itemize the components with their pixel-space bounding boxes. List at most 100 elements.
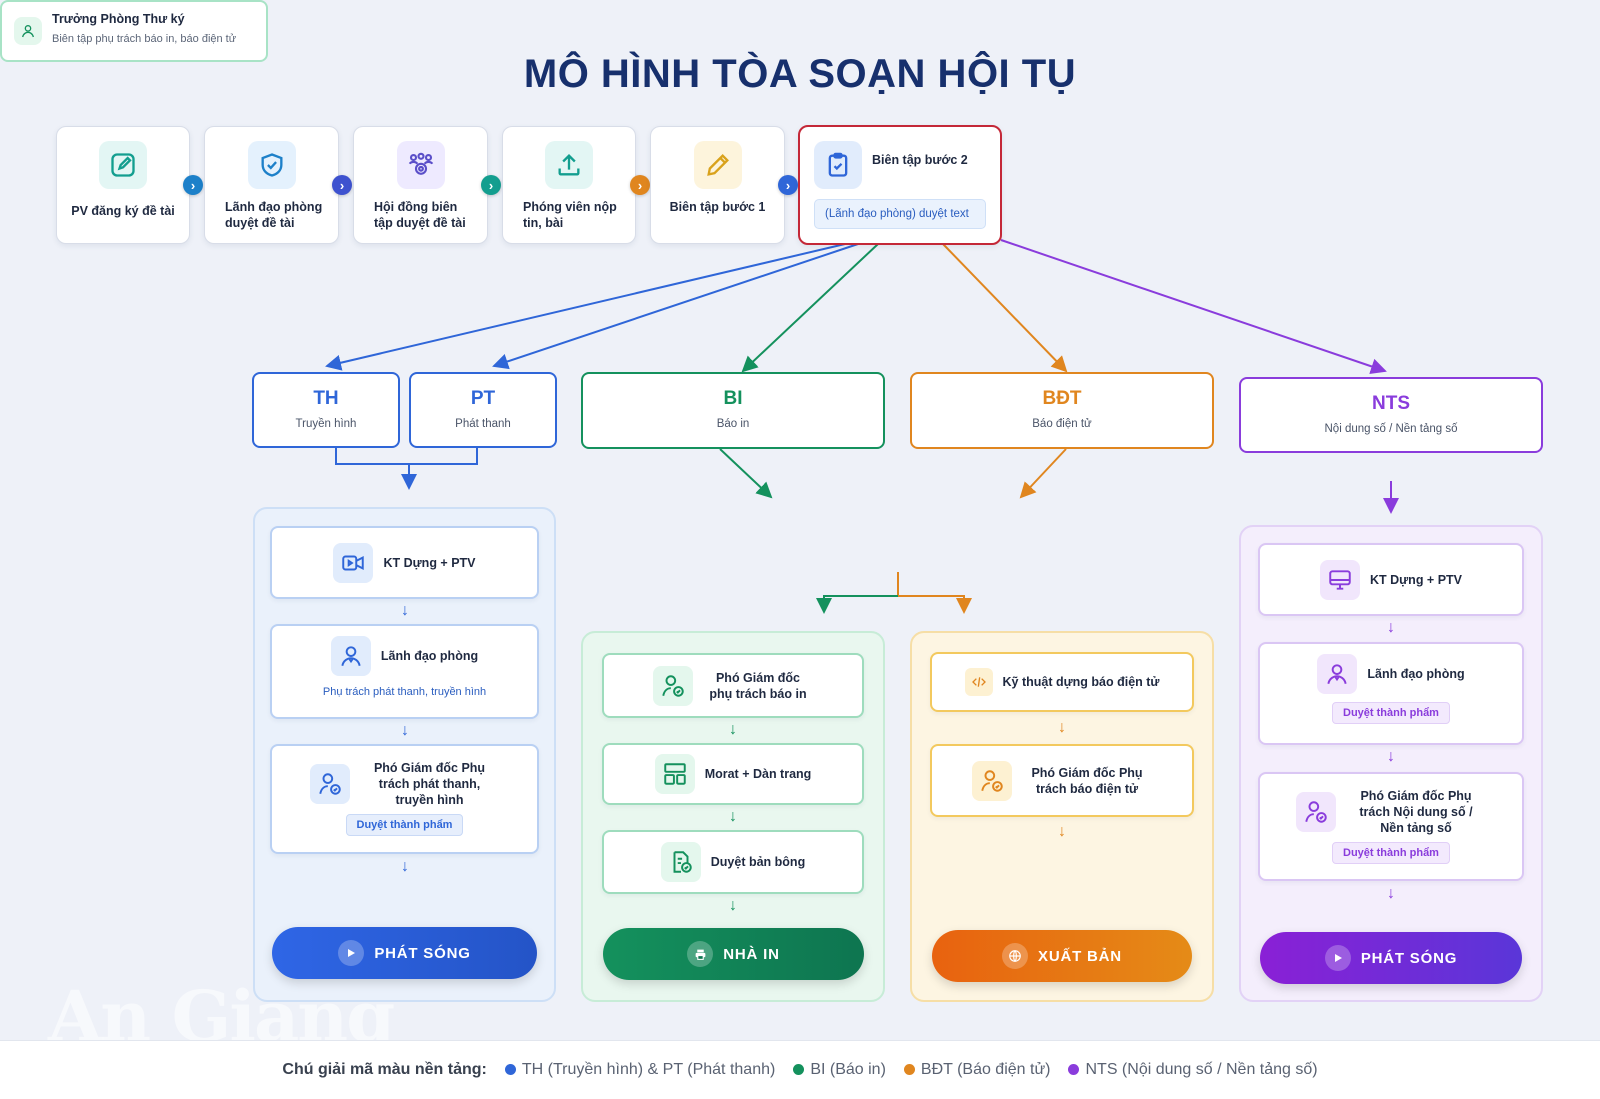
card-subtitle: Phụ trách phát thanh, truyền hình — [322, 686, 487, 698]
card-duyet-ban-bong[interactable]: Duyệt bản bông — [602, 830, 864, 894]
button-label: PHÁT SÓNG — [1360, 949, 1458, 967]
arrow-down-icon: ↓ — [729, 897, 737, 914]
platform-code: BĐT — [1042, 388, 1082, 409]
platform-nts[interactable]: NTS Nội dung số / Nền tảng số — [1239, 377, 1543, 453]
pencil-icon — [693, 141, 742, 189]
shield-check-icon — [247, 141, 296, 189]
xuat-ban-button[interactable]: XUẤT BẢN — [932, 930, 1192, 982]
layout-icon — [654, 754, 695, 794]
arrow-down-icon: ↓ — [1058, 823, 1066, 840]
video-camera-icon — [333, 542, 374, 583]
user-check-icon — [1296, 792, 1336, 832]
arrow-down-icon: ↓ — [401, 722, 409, 739]
phat-song-button-nts[interactable]: PHÁT SÓNG — [1260, 932, 1522, 984]
legend-item-thpt: TH (Truyền hình) & PT (Phát thanh) — [504, 1061, 775, 1079]
step-pv-register[interactable]: PV đăng ký đề tài — [56, 126, 190, 244]
arrow-down-icon: ↓ — [1058, 719, 1066, 736]
step-edit-2[interactable]: Biên tập bước 2 (Lãnh đạo phòng) duyệt t… — [798, 125, 1002, 245]
arrow-down-icon: ↓ — [401, 602, 409, 619]
card-label: Lãnh đạo phòng — [380, 649, 479, 663]
clipboard-check-icon — [814, 141, 862, 189]
user-badge-icon — [330, 636, 371, 676]
monitor-icon — [1319, 559, 1360, 600]
platform-name: Nội dung số / Nền tảng số — [1324, 423, 1458, 435]
legend-title: Chú giải mã màu nền tảng: — [282, 1061, 487, 1078]
card-ky-thuat-bdt[interactable]: Kỹ thuật dựng báo điện tử — [930, 652, 1194, 712]
chevron-right-icon: › — [332, 175, 352, 195]
card-label: KT Dựng + PTV — [1369, 572, 1463, 587]
phat-song-button-thpt[interactable]: PHÁT SÓNG — [272, 927, 537, 979]
secretary-title: Trưởng Phòng Thư ký — [52, 12, 185, 26]
card-label: Phó Giám đốc phụ trách báo in — [709, 670, 807, 701]
card-label: Kỹ thuật dựng báo điện tử — [1002, 675, 1160, 689]
user-check-icon — [309, 764, 350, 804]
secretary-card[interactable]: Trưởng Phòng Thư ký Biên tập phụ trách b… — [0, 0, 268, 62]
platform-th[interactable]: TH Truyền hình — [252, 372, 400, 448]
card-morat-dan-trang[interactable]: Morat + Dàn trang — [602, 743, 864, 805]
card-kt-dung-ptv-nts[interactable]: KT Dựng + PTV — [1258, 543, 1524, 616]
card-pgd-nts[interactable]: Phó Giám đốc Phụ trách Nội dung số / Nền… — [1258, 772, 1524, 881]
approve-badge: Duyệt thành phẩm — [1332, 702, 1450, 724]
card-pgd-bdt[interactable]: Phó Giám đốc Phụ trách báo điện tử — [930, 744, 1194, 817]
document-check-icon — [660, 842, 701, 882]
arrow-down-icon: ↓ — [1387, 748, 1395, 765]
platform-code: BI — [723, 388, 743, 409]
step-dept-approve[interactable]: Lãnh đạo phòng duyệt đề tài — [204, 126, 339, 244]
arrow-down-icon: ↓ — [729, 721, 737, 738]
platform-name: Báo in — [716, 418, 750, 430]
step-label: Phóng viên nộp tin, bài — [523, 200, 617, 230]
platform-pt[interactable]: PT Phát thanh — [409, 372, 557, 448]
card-label: KT Dựng + PTV — [383, 555, 476, 570]
card-label: Phó Giám đốc Phụ trách Nội dung số / Nền… — [1359, 789, 1473, 835]
card-label: Morat + Dàn trang — [704, 767, 812, 781]
approve-badge: Duyệt thành phẩm — [1332, 842, 1450, 864]
step-board-approve[interactable]: Hội đồng biên tập duyệt đề tài — [353, 126, 488, 244]
platform-bdt[interactable]: BĐT Báo điện tử — [910, 372, 1214, 449]
approve-badge: Duyệt thành phẩm — [345, 814, 464, 836]
group-gear-icon — [396, 141, 445, 189]
button-label: NHÀ IN — [723, 945, 780, 963]
platform-name: Truyền hình — [295, 418, 357, 430]
chevron-right-icon: › — [481, 175, 501, 195]
legend-item-nts: NTS (Nội dung số / Nền tảng số) — [1068, 1061, 1318, 1079]
platform-bi[interactable]: BI Báo in — [581, 372, 885, 449]
globe-icon — [1002, 943, 1029, 969]
step-note: (Lãnh đạo phòng) duyệt text — [814, 199, 986, 229]
card-label: Phó Giám đốc Phụ trách báo điện tử — [1031, 765, 1143, 796]
step-label: Lãnh đạo phòng duyệt đề tài — [225, 200, 323, 230]
platform-code: PT — [470, 388, 496, 409]
play-icon — [1324, 945, 1351, 971]
card-pgd-bao-in[interactable]: Phó Giám đốc phụ trách báo in — [602, 653, 864, 718]
arrow-down-icon: ↓ — [1387, 619, 1395, 636]
platform-name: Báo điện tử — [1032, 418, 1092, 430]
card-pho-giam-doc-thpt[interactable]: Phó Giám đốc Phụ trách phát thanh, truyề… — [270, 744, 539, 854]
legend-item-bi: BI (Báo in) — [793, 1061, 886, 1079]
platform-code: NTS — [1372, 393, 1410, 414]
step-reporter-submit[interactable]: Phóng viên nộp tin, bài — [502, 126, 636, 244]
card-lanh-dao-phong[interactable]: Lãnh đạo phòng Phụ trách phát thanh, tru… — [270, 624, 539, 719]
card-lanh-dao-phong-nts[interactable]: Lãnh đạo phòng Duyệt thành phẩm — [1258, 642, 1524, 745]
button-label: PHÁT SÓNG — [374, 944, 471, 962]
user-check-icon — [653, 665, 693, 706]
card-kt-dung-ptv[interactable]: KT Dựng + PTV — [270, 526, 539, 599]
arrow-down-icon: ↓ — [729, 808, 737, 825]
arrow-down-icon: ↓ — [401, 858, 409, 875]
step-label: PV đăng ký đề tài — [71, 204, 175, 218]
platform-name: Phát thanh — [455, 418, 511, 430]
edit-square-icon — [99, 141, 147, 189]
step-label: Biên tập bước 1 — [669, 200, 766, 214]
card-label: Lãnh đạo phòng — [1367, 667, 1465, 681]
user-check-icon — [972, 760, 1012, 801]
nha-in-button[interactable]: NHÀ IN — [603, 928, 864, 980]
step-edit-1[interactable]: Biên tập bước 1 — [650, 126, 785, 244]
card-label: Phó Giám đốc Phụ trách phát thanh, truyề… — [373, 761, 486, 807]
user-icon — [14, 17, 42, 45]
secretary-subtitle: Biên tập phụ trách báo in, báo điện tử — [52, 33, 237, 45]
user-badge-icon — [1317, 654, 1358, 694]
arrow-down-icon: ↓ — [1387, 885, 1395, 902]
step-label: Biên tập bước 2 — [872, 153, 968, 167]
chevron-right-icon: › — [778, 175, 798, 195]
chevron-right-icon: › — [183, 175, 203, 195]
upload-icon — [545, 141, 593, 189]
